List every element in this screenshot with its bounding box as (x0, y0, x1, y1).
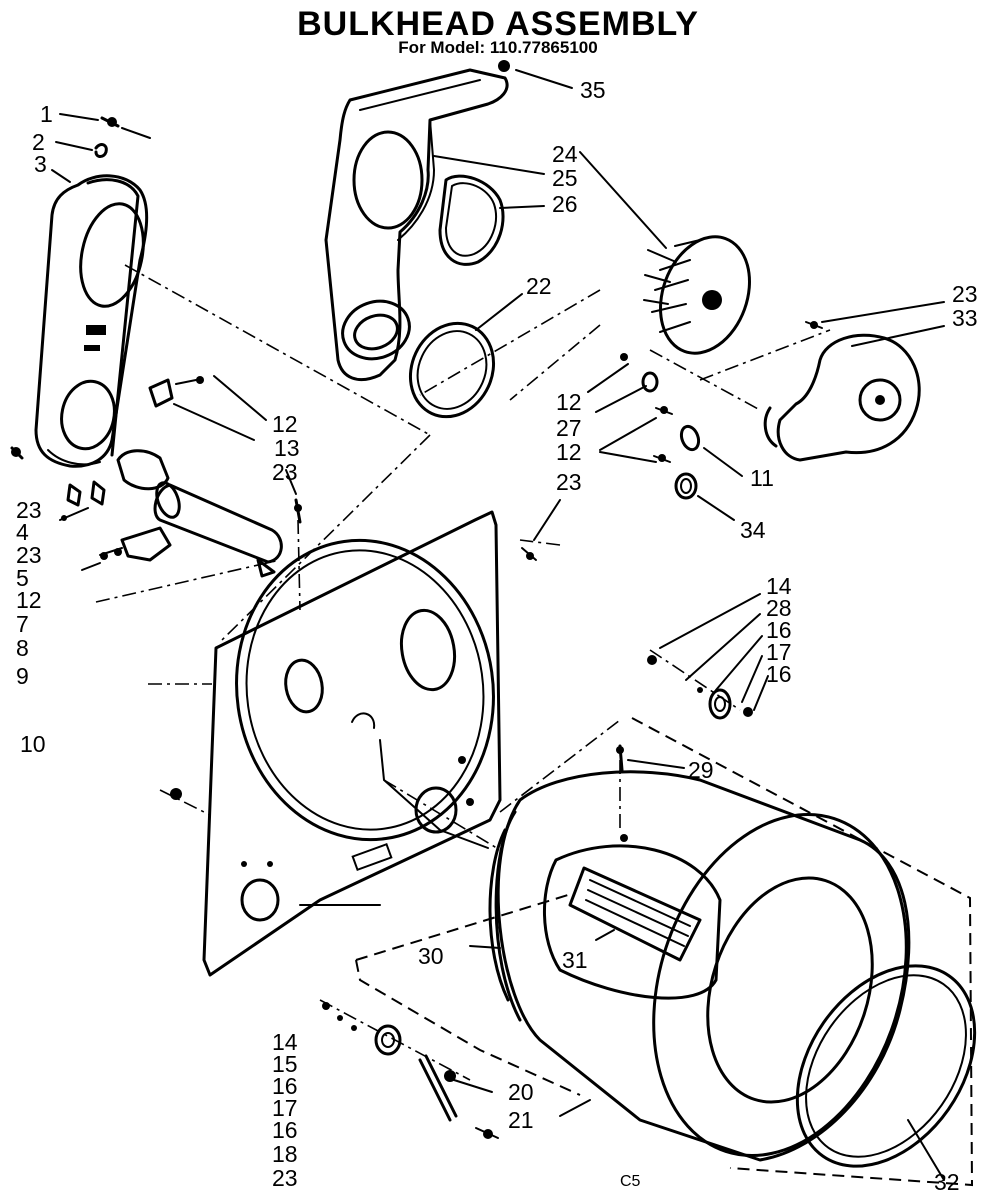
clip-part-27 (641, 371, 659, 393)
nut-part-35 (498, 60, 510, 72)
label-4: 4 (16, 519, 29, 545)
label-14-b: 14 (272, 1029, 298, 1055)
screw-part-29 (616, 744, 628, 842)
label-31: 31 (562, 947, 588, 973)
label-25: 25 (552, 165, 578, 191)
label-17-a: 17 (766, 639, 792, 665)
bearing-assembly-bottom (322, 1002, 499, 1139)
label-5: 5 (16, 565, 29, 591)
label-23-e: 23 (556, 469, 582, 495)
screw-part-23-center (521, 547, 537, 561)
label-16-b: 16 (766, 661, 792, 687)
label-16-c: 16 (272, 1073, 298, 1099)
label-24: 24 (552, 141, 578, 167)
terminal-brackets-parts-4-5 (59, 480, 106, 521)
bearing-part-11 (679, 424, 701, 452)
label-34: 34 (740, 517, 766, 543)
label-30: 30 (418, 943, 444, 969)
bearing-part-34 (674, 472, 698, 500)
screw-part-23-right-top (805, 321, 823, 329)
cylinder-component (116, 449, 283, 578)
label-22: 22 (526, 273, 552, 299)
part-labels: 1 2 3 23 4 23 5 12 7 8 9 10 12 13 23 35 … (16, 77, 978, 1195)
drum-part-30 (488, 770, 911, 1162)
label-26: 26 (552, 191, 578, 217)
terminal-block-parts-7-8 (81, 526, 172, 571)
screw-part-23-mid (294, 498, 302, 524)
drum-seal-part-32 (795, 964, 977, 1168)
label-12-c: 12 (556, 389, 582, 415)
label-12-b: 12 (272, 411, 298, 437)
label-18: 18 (272, 1141, 298, 1167)
screw-part-23-left (10, 446, 24, 460)
blower-wheel-part-24 (643, 235, 751, 355)
thermostat-part-13 (148, 376, 204, 408)
clip-part-2 (94, 143, 108, 158)
label-10: 10 (20, 731, 46, 757)
label-28: 28 (766, 595, 792, 621)
label-23-b: 23 (16, 542, 42, 568)
label-2: 2 (32, 129, 45, 155)
label-32: 32 (934, 1169, 960, 1195)
label-16-a: 16 (766, 617, 792, 643)
blower-duct-part-25 (324, 68, 509, 381)
model-subtitle: For Model: 110.77865100 (398, 38, 597, 57)
label-7: 7 (16, 611, 29, 637)
label-20: 20 (508, 1079, 534, 1105)
label-29: 29 (688, 757, 714, 783)
blower-housing-part-33 (763, 333, 921, 462)
label-33: 33 (952, 305, 978, 331)
corner-mark: C5 (620, 1173, 641, 1190)
label-12-d: 12 (556, 439, 582, 465)
bearing-assembly-right (647, 655, 753, 720)
label-27: 27 (556, 415, 582, 441)
panel-slot (86, 325, 106, 335)
label-8: 8 (16, 635, 29, 661)
leader-arrows (51, 69, 945, 1181)
label-17-b: 17 (272, 1095, 298, 1121)
screws-part-12-right (620, 353, 673, 463)
duct-seal-part-26 (438, 174, 505, 266)
diagram-title: BULKHEAD ASSEMBLY (297, 5, 699, 43)
label-16-d: 16 (272, 1117, 298, 1143)
drum-baffle-part-31 (542, 844, 722, 1000)
label-23-d: 23 (952, 281, 978, 307)
label-12-a: 12 (16, 587, 42, 613)
access-panel-part-3 (34, 174, 149, 468)
seal-ring-part-22 (408, 321, 496, 419)
label-3: 3 (34, 151, 47, 177)
label-21: 21 (508, 1107, 534, 1133)
screw-part-1 (100, 116, 151, 139)
label-15: 15 (272, 1051, 298, 1077)
screw-panel-left (170, 788, 182, 800)
label-35: 35 (580, 77, 606, 103)
label-13: 13 (274, 435, 300, 461)
label-11: 11 (750, 465, 774, 491)
label-1: 1 (40, 101, 53, 127)
bulkhead-panel (202, 510, 502, 977)
label-23-c: 23 (272, 459, 298, 485)
label-14-a: 14 (766, 573, 792, 599)
label-23-a: 23 (16, 497, 42, 523)
label-23-f: 23 (272, 1165, 298, 1191)
label-9: 9 (16, 663, 29, 689)
